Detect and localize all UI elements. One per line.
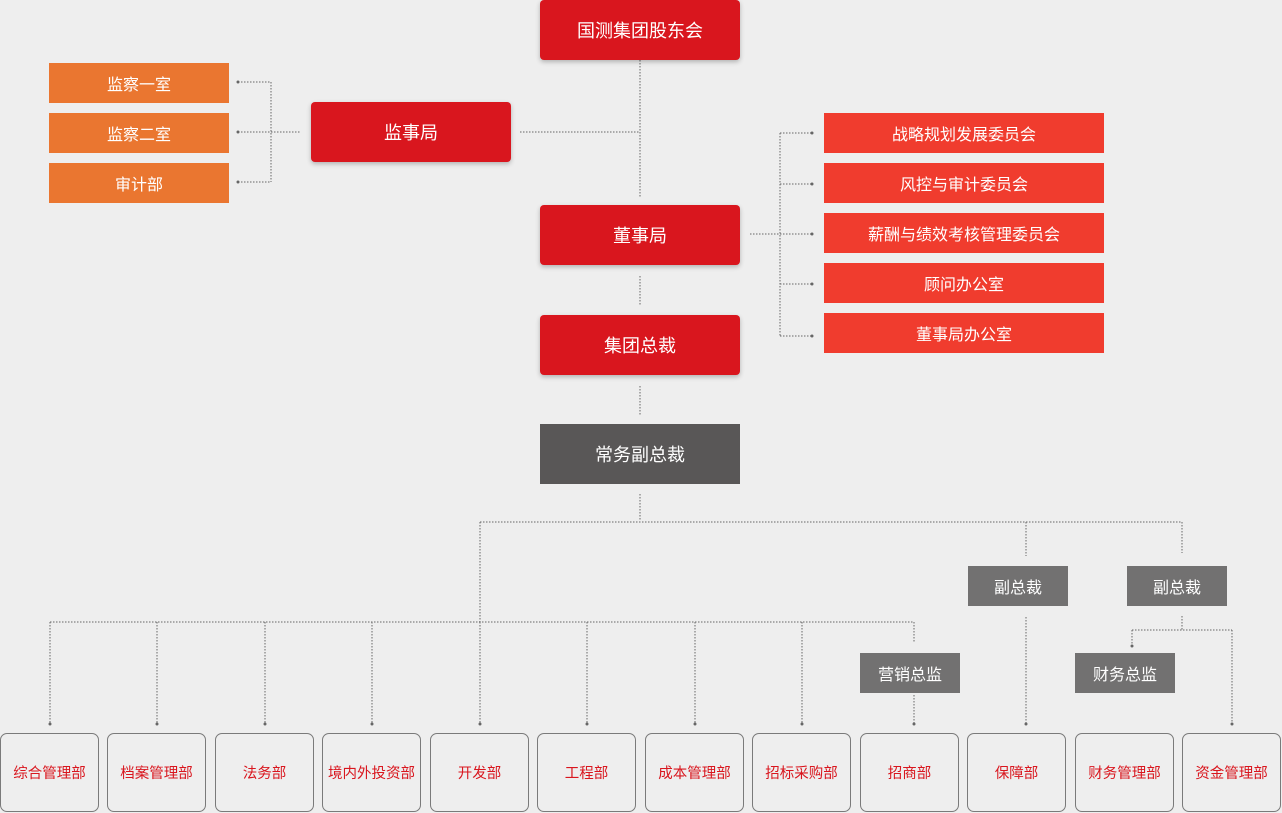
committee-node[interactable]: 董事局办公室 xyxy=(824,313,1104,353)
committee-node[interactable]: 战略规划发展委员会 xyxy=(824,113,1104,153)
executive-vp-node[interactable]: 常务副总裁 xyxy=(540,424,740,484)
department-node[interactable]: 法务部 xyxy=(215,733,314,812)
president-node[interactable]: 集团总裁 xyxy=(540,315,740,375)
supervisory-node[interactable]: 监事局 xyxy=(311,102,511,162)
department-node[interactable]: 工程部 xyxy=(537,733,636,812)
supervision-office-1[interactable]: 监察一室 xyxy=(49,63,229,103)
vp-node[interactable]: 副总裁 xyxy=(968,566,1068,606)
department-node[interactable]: 成本管理部 xyxy=(645,733,744,812)
committee-node[interactable]: 风控与审计委员会 xyxy=(824,163,1104,203)
committee-node[interactable]: 顾问办公室 xyxy=(824,263,1104,303)
department-node[interactable]: 招标采购部 xyxy=(752,733,851,812)
shareholders-node[interactable]: 国测集团股东会 xyxy=(540,0,740,60)
department-node[interactable]: 境内外投资部 xyxy=(322,733,421,812)
marketing-director-node[interactable]: 营销总监 xyxy=(860,653,960,693)
department-node[interactable]: 财务管理部 xyxy=(1075,733,1174,812)
committee-node[interactable]: 薪酬与绩效考核管理委员会 xyxy=(824,213,1104,253)
supervision-office-2[interactable]: 监察二室 xyxy=(49,113,229,153)
department-node[interactable]: 档案管理部 xyxy=(107,733,206,812)
vp-node[interactable]: 副总裁 xyxy=(1127,566,1227,606)
department-node[interactable]: 开发部 xyxy=(430,733,529,812)
board-node[interactable]: 董事局 xyxy=(540,205,740,265)
audit-dept[interactable]: 审计部 xyxy=(49,163,229,203)
department-node[interactable]: 综合管理部 xyxy=(0,733,99,812)
finance-director-node[interactable]: 财务总监 xyxy=(1075,653,1175,693)
department-node[interactable]: 资金管理部 xyxy=(1182,733,1281,812)
department-node[interactable]: 保障部 xyxy=(967,733,1066,812)
department-node[interactable]: 招商部 xyxy=(860,733,959,812)
